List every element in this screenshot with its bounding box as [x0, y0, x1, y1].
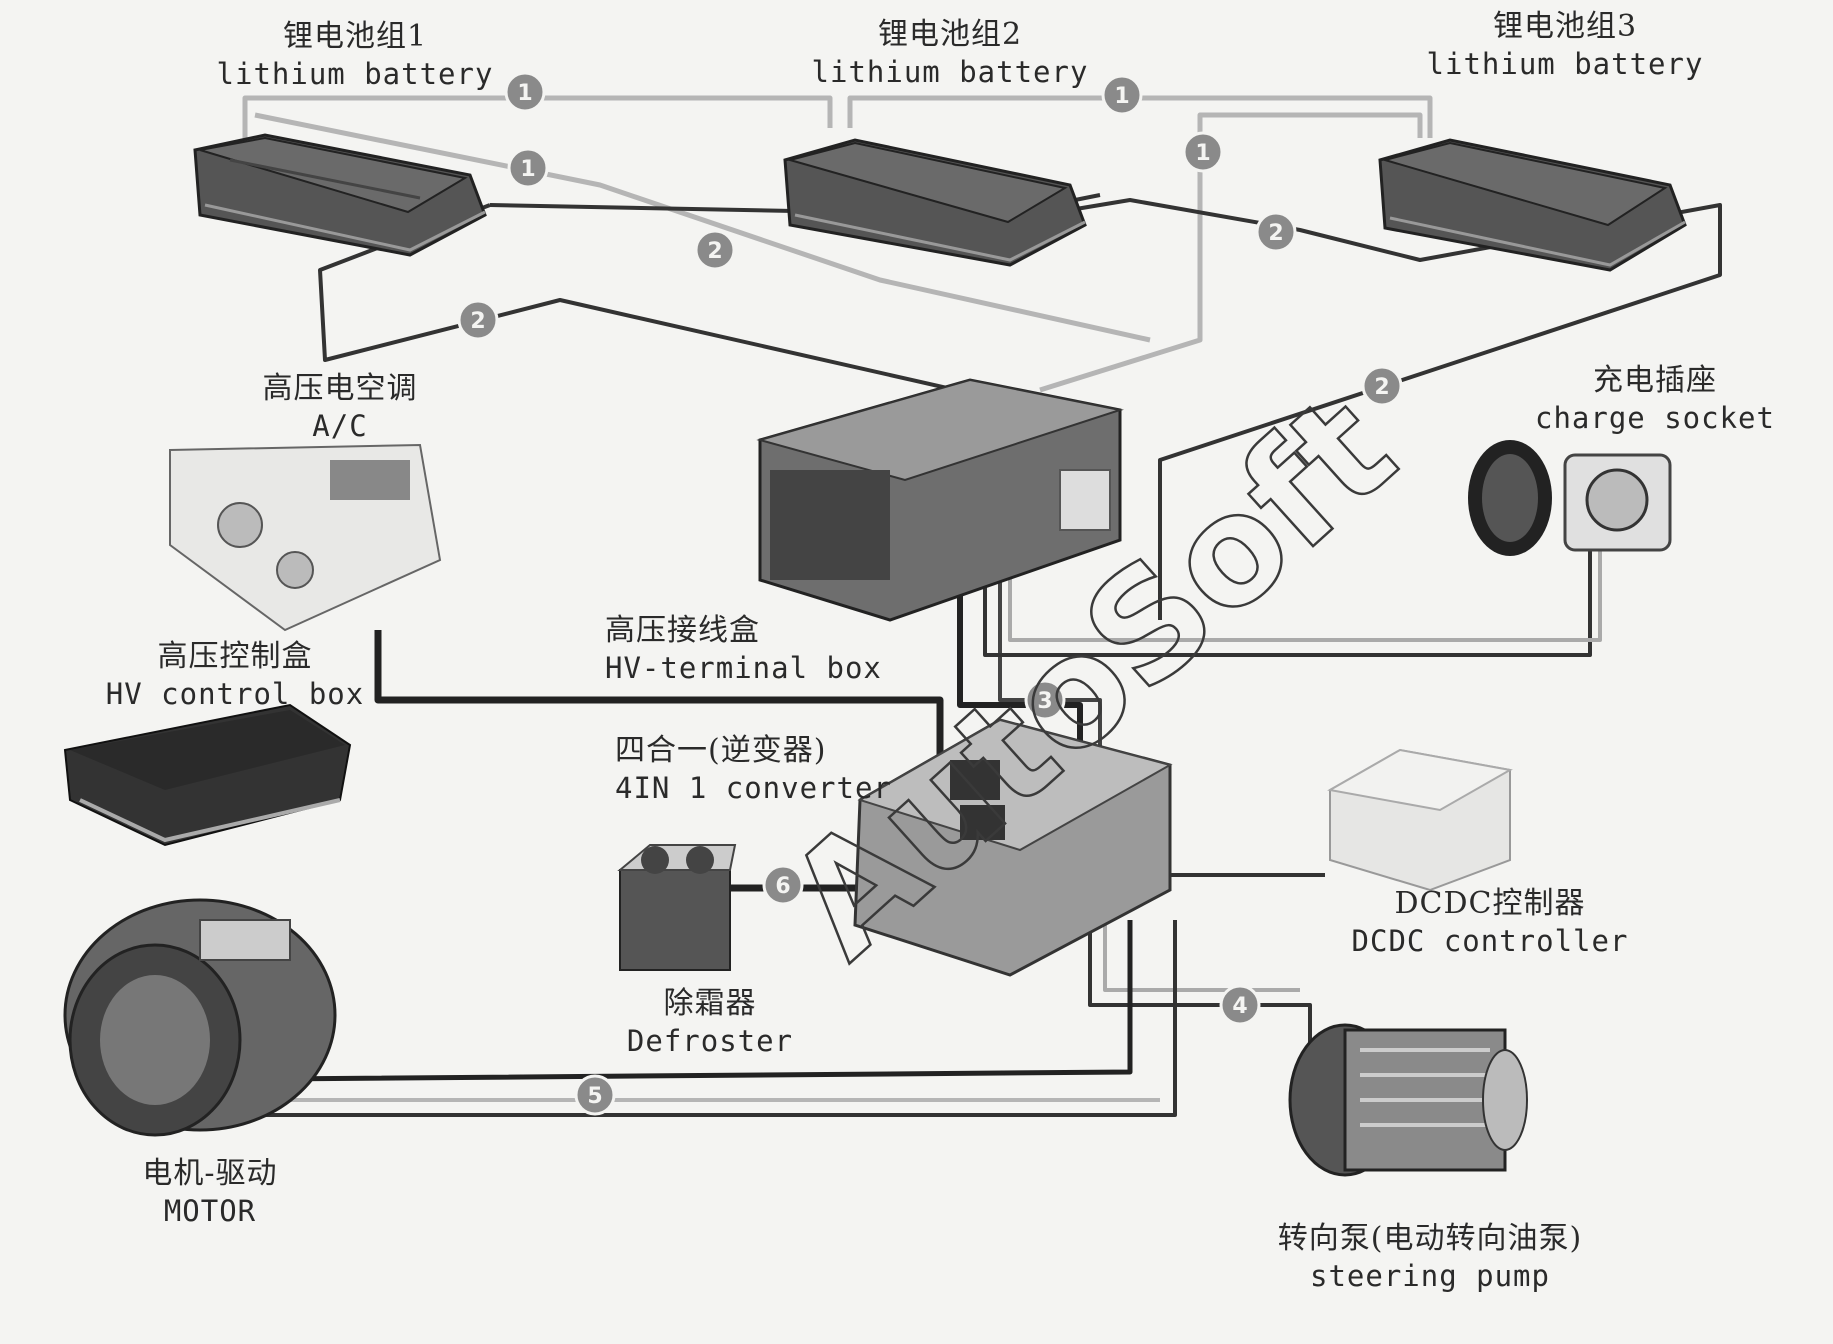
battery-1-label-en: lithium battery [216, 56, 494, 91]
charge-socket-label: 充电插座 charge socket [1515, 362, 1795, 436]
battery-pack-1 [193, 133, 487, 257]
motor-label: 电机-驱动 MOTOR [100, 1155, 320, 1229]
battery-pack-2 [783, 138, 1087, 267]
circuit-badge: 3 [1024, 679, 1066, 721]
hv-terminal-box-label-en: HV-terminal box [605, 650, 882, 685]
battery-3-label-cn: 锂电池组3 [1492, 9, 1638, 44]
hv-terminal-box-label-cn: 高压接线盒 [605, 613, 760, 648]
circuit-badge: 2 [1255, 211, 1297, 253]
converter-unit [853, 718, 1173, 977]
wire-steering [1088, 920, 1312, 1060]
svg-text:3: 3 [1037, 689, 1052, 714]
wire-motor-a [149, 920, 1133, 1083]
hv-terminal-box-unit [756, 378, 1124, 622]
wire-1-right [1039, 112, 1423, 393]
ac-unit [169, 443, 442, 632]
svg-text:1: 1 [520, 157, 535, 182]
steering-pump-unit [1288, 1023, 1528, 1177]
defroster-label-en: Defroster [626, 1023, 794, 1058]
circuit-badge: 1 [1182, 131, 1224, 173]
dcdc-label-en: DCDC controller [1351, 923, 1629, 958]
wire-steering-b [1103, 920, 1300, 992]
battery-3-label: 锂电池组3 lithium battery [1415, 8, 1715, 82]
wire-motor-b [150, 920, 1177, 1117]
converter-label-en: 4IN 1 converter [615, 770, 892, 805]
dcdc-label-cn: DCDC控制器 [1394, 886, 1586, 921]
svg-text:1: 1 [517, 81, 532, 106]
battery-3-label-en: lithium battery [1426, 46, 1704, 81]
hv-control-box-label-cn: 高压控制盒 [157, 639, 313, 674]
battery-2-label: 锂电池组2 lithium battery [800, 16, 1100, 90]
circuit-badge: 4 [1219, 984, 1261, 1026]
svg-text:6: 6 [775, 874, 790, 899]
defroster-label-cn: 除霜器 [663, 986, 757, 1021]
svg-text:2: 2 [470, 309, 485, 334]
wire-charge-a [983, 530, 1592, 657]
dcdc-unit [1327, 748, 1513, 892]
circuit-badge: 5 [574, 1074, 616, 1116]
battery-1-label: 锂电池组1 lithium battery [205, 18, 505, 92]
circuit-badge: 6 [762, 864, 804, 906]
svg-text:2: 2 [1268, 221, 1283, 246]
steering-pump-label-cn: 转向泵(电动转向油泵) [1277, 1221, 1583, 1256]
converter-label: 四合一(逆变器) 4IN 1 converter [615, 732, 915, 806]
battery-2-label-cn: 锂电池组2 [877, 17, 1023, 52]
circuit-badge: 1 [507, 147, 549, 189]
motor-label-cn: 电机-驱动 [142, 1156, 278, 1191]
motor-label-en: MOTOR [163, 1193, 257, 1228]
battery-pack-3 [1378, 138, 1687, 272]
wires [149, 95, 1722, 1117]
steering-pump-label: 转向泵(电动转向油泵) steering pump [1240, 1220, 1620, 1294]
wire-charge-b [1008, 530, 1602, 642]
hv-control-box-label: 高压控制盒 HV control box [95, 638, 375, 712]
battery-2-label-en: lithium battery [811, 54, 1089, 89]
charge-socket-label-cn: 充电插座 [1593, 363, 1717, 398]
circuit-badge: 2 [694, 229, 736, 271]
dcdc-label: DCDC控制器 DCDC controller [1335, 885, 1645, 959]
hv-terminal-box-label: 高压接线盒 HV-terminal box [605, 612, 905, 686]
svg-text:2: 2 [707, 239, 722, 264]
badges: 1 1 1 1 2 2 2 2 3 4 5 6 [457, 71, 1403, 1116]
charge-socket-unit [1468, 440, 1672, 556]
circuit-badge: 2 [457, 299, 499, 341]
steering-pump-label-en: steering pump [1310, 1258, 1550, 1293]
hv-control-box-label-en: HV control box [105, 676, 365, 711]
ac-label-en: A/C [312, 408, 368, 443]
hv-control-box-unit [63, 703, 352, 847]
battery-1-label-cn: 锂电池组1 [282, 19, 428, 54]
svg-text:1: 1 [1195, 141, 1210, 166]
ac-label: 高压电空调 A/C [240, 370, 440, 444]
motor-unit [63, 898, 337, 1137]
svg-text:1: 1 [1114, 84, 1129, 109]
defroster-label: 除霜器 Defroster [590, 985, 830, 1059]
charge-socket-label-en: charge socket [1535, 400, 1775, 435]
converter-label-cn: 四合一(逆变器) [615, 733, 827, 768]
wire-1-diag [254, 112, 1151, 343]
circuit-badge: 1 [1101, 74, 1143, 116]
circuit-badge: 2 [1361, 365, 1403, 407]
svg-text:2: 2 [1374, 375, 1389, 400]
svg-text:5: 5 [587, 1084, 602, 1109]
defroster-unit [617, 844, 737, 971]
circuit-badge: 1 [504, 71, 546, 113]
ac-label-cn: 高压电空调 [262, 371, 418, 406]
svg-text:4: 4 [1232, 994, 1247, 1019]
